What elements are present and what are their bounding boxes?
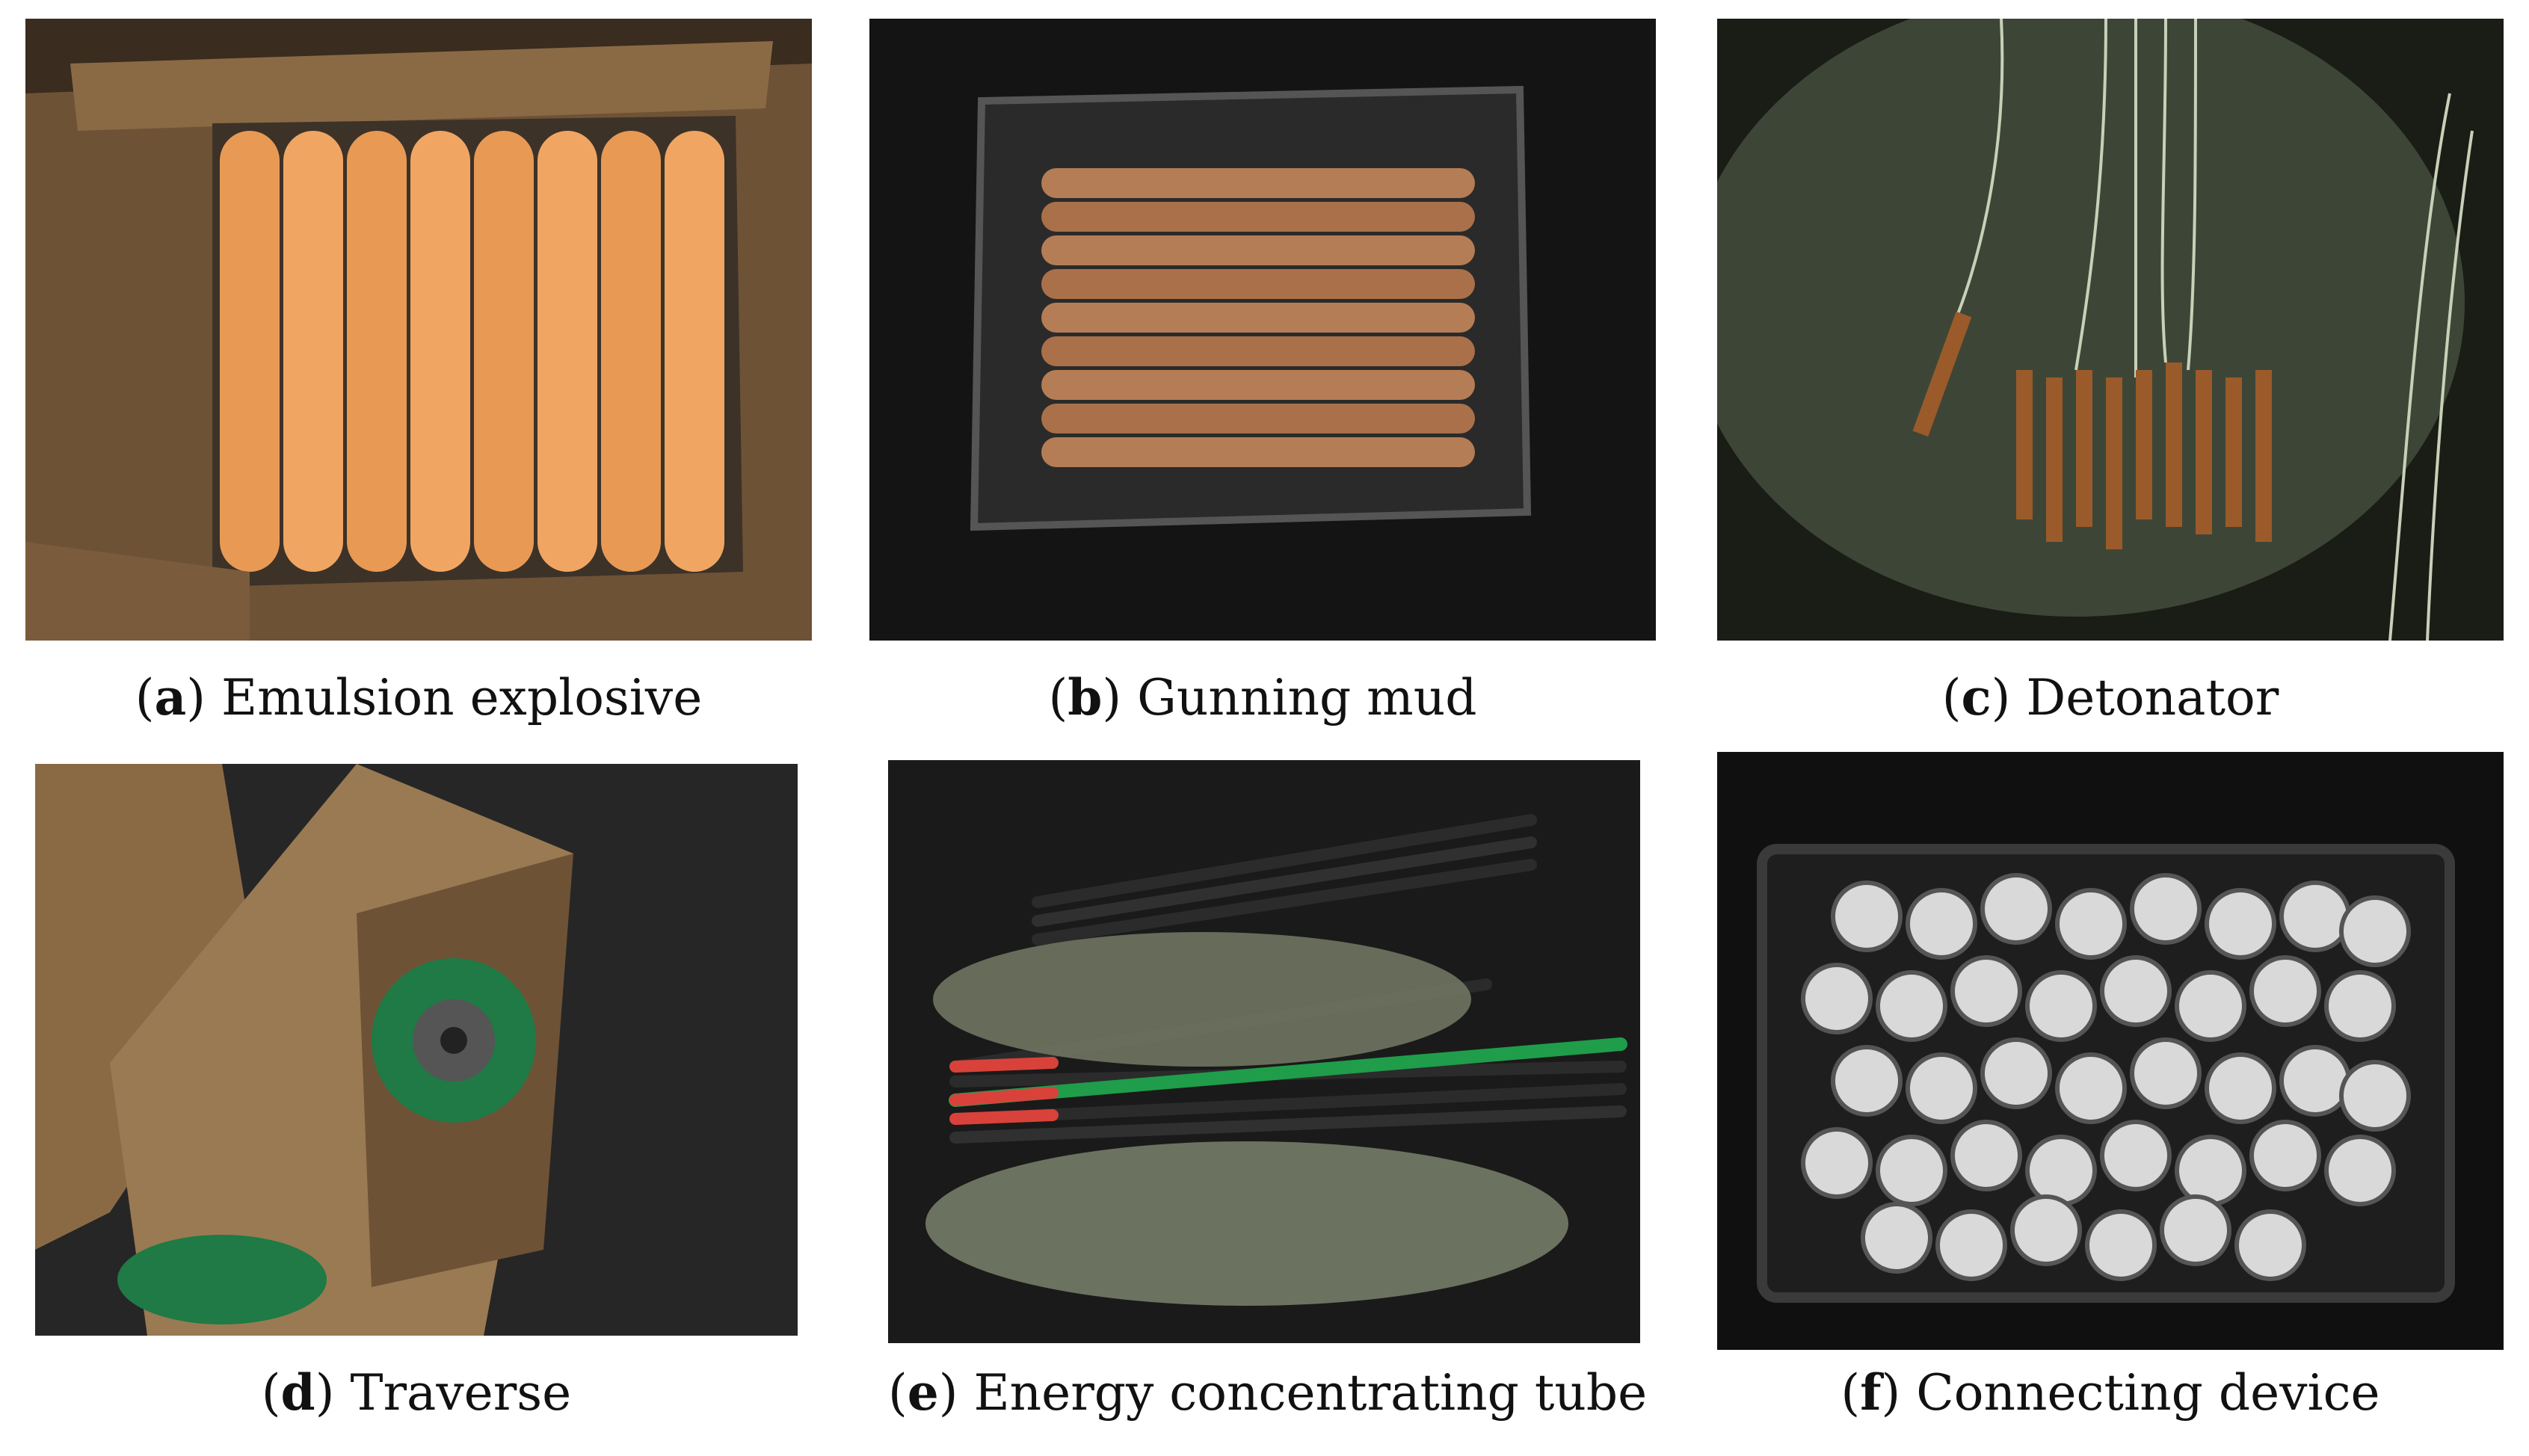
photo-connecting-device [1717,752,2504,1350]
caption-d: (d) Traverse [261,1363,572,1422]
caption-e: (e) Energy concentrating tube [888,1363,1648,1422]
explosive-sticks [220,131,724,572]
caption-b: (b) Gunning mud [1048,668,1477,727]
connector-pieces [1801,873,2411,1281]
mud-rolls [1041,168,1475,467]
detonator-caps [1912,311,2272,549]
caption-f: (f) Connecting device [1840,1363,2380,1422]
caption-c: (c) Detonator [1941,668,2279,727]
detonator-wires [1955,19,2474,641]
photo-emulsion-explosive [25,19,812,641]
caption-a: (a) Emulsion explosive [135,668,703,727]
photo-energy-concentrating-tube [888,760,1640,1343]
photo-detonator [1717,19,2504,641]
photo-traverse [35,764,798,1336]
photo-gunning-mud [869,19,1656,641]
